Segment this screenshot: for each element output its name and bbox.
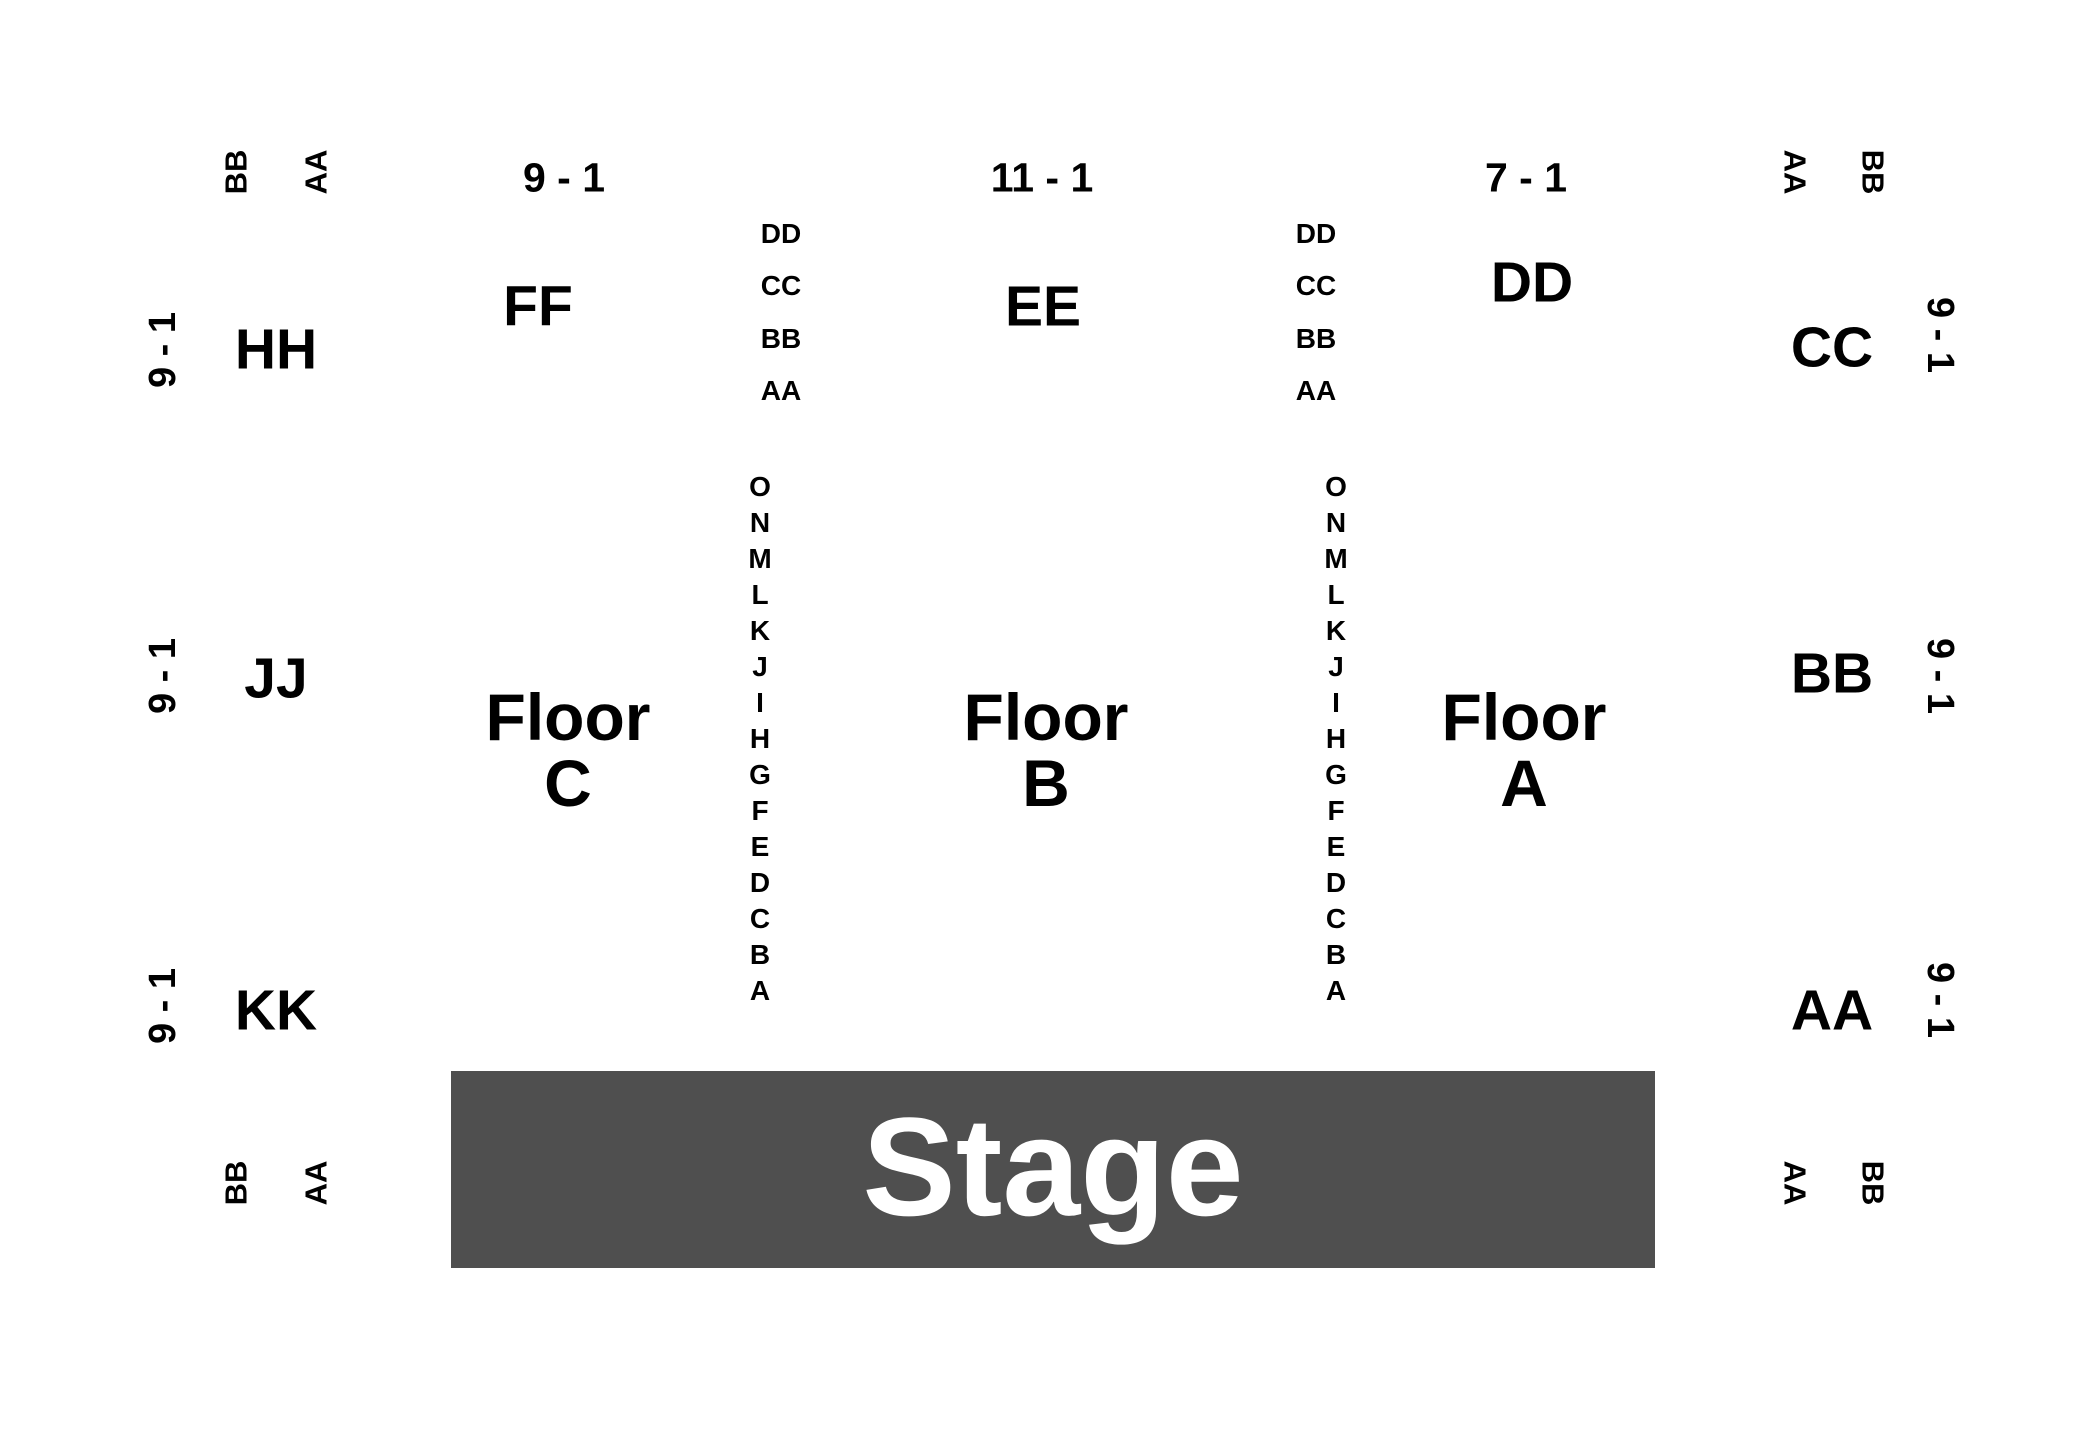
floor-row-label: H [749,723,771,754]
floor-row-label: L [1327,579,1345,610]
section-cc-seat-range: 9 - 1 [1919,296,1961,374]
section-kk: KK [234,978,318,1043]
aisle-right-row-dd: DD [1295,218,1337,249]
section-aa-seat-range: 9 - 1 [1919,961,1961,1039]
floor-c: Floor C [486,684,651,816]
aisle-right-row-cc: CC [1295,270,1337,301]
corner-row-bottom-left-aa: AA [298,1160,334,1206]
section-bb-seat-range: 9 - 1 [1919,637,1961,715]
floor-row-label: M [1324,543,1348,574]
corner-row-bottom-right-bb: BB [1855,1160,1891,1206]
corner-row-top-right-aa: AA [1777,149,1813,195]
floor-c-line2: C [544,746,592,820]
floor-row-label: K [1325,615,1347,646]
floor-row-label: A [1325,975,1347,1006]
section-dd-seat-range: 7 - 1 [1484,154,1568,201]
section-jj: JJ [244,646,308,711]
section-hh-seat-range: 9 - 1 [142,311,184,389]
floor-row-label: D [1325,867,1347,898]
floor-row-label: B [1325,939,1347,970]
corner-row-top-right-bb: BB [1855,149,1891,195]
section-ff: FF [503,274,573,339]
floor-row-label: G [1325,759,1347,790]
stage-label: Stage [862,1087,1244,1245]
floor-row-label: A [749,975,771,1006]
section-kk-seat-range: 9 - 1 [142,967,184,1045]
floor-a: Floor A [1442,684,1607,816]
floor-row-label: E [1326,831,1346,862]
floor-row-label: B [749,939,771,970]
floor-b-line2: B [1022,746,1070,820]
floor-row-label: F [751,795,769,826]
section-ee-seat-range: 11 - 1 [990,154,1094,201]
section-jj-seat-range: 9 - 1 [142,637,184,715]
corner-row-top-left-bb: BB [218,149,254,195]
section-bb: BB [1790,641,1874,706]
aisle-right-row-bb: BB [1295,323,1337,354]
floor-row-label: F [1327,795,1345,826]
section-hh: HH [234,317,318,382]
section-ee: EE [1004,274,1082,339]
floor-row-label: E [750,831,770,862]
floor-row-label: O [749,471,771,502]
section-aa: AA [1790,978,1874,1043]
section-ff-seat-range: 9 - 1 [522,154,606,201]
aisle-left-row-aa: AA [760,375,802,406]
floor-b-line1: Floor [963,680,1129,754]
section-cc: CC [1790,315,1874,380]
floor-row-label: L [751,579,769,610]
aisle-left-row-dd: DD [760,218,802,249]
corner-row-bottom-right-aa: AA [1777,1160,1813,1206]
section-dd: DD [1490,250,1574,315]
floor-row-label: H [1325,723,1347,754]
floor-row-label: D [749,867,771,898]
floor-row-label: O [1325,471,1347,502]
floor-c-line1: Floor [485,680,651,754]
floor-row-label: I [1332,687,1340,718]
floor-row-label: J [752,651,768,682]
aisle-right-row-aa: AA [1295,375,1337,406]
floor-row-label: C [1325,903,1347,934]
aisle-left-row-cc: CC [760,270,802,301]
stage: Stage [451,1071,1655,1268]
floor-row-label: M [748,543,772,574]
corner-row-top-left-aa: AA [298,149,334,195]
corner-row-bottom-left-bb: BB [218,1160,254,1206]
floor-row-label: K [749,615,771,646]
floor-row-label: I [756,687,764,718]
floor-b: Floor B [964,684,1129,816]
floor-row-label: N [749,507,771,538]
floor-a-line1: Floor [1441,680,1607,754]
floor-row-label: J [1328,651,1344,682]
floor-row-label: C [749,903,771,934]
floor-a-line2: A [1500,746,1548,820]
floor-row-label: G [749,759,771,790]
aisle-left-row-bb: BB [760,323,802,354]
floor-row-label: N [1325,507,1347,538]
